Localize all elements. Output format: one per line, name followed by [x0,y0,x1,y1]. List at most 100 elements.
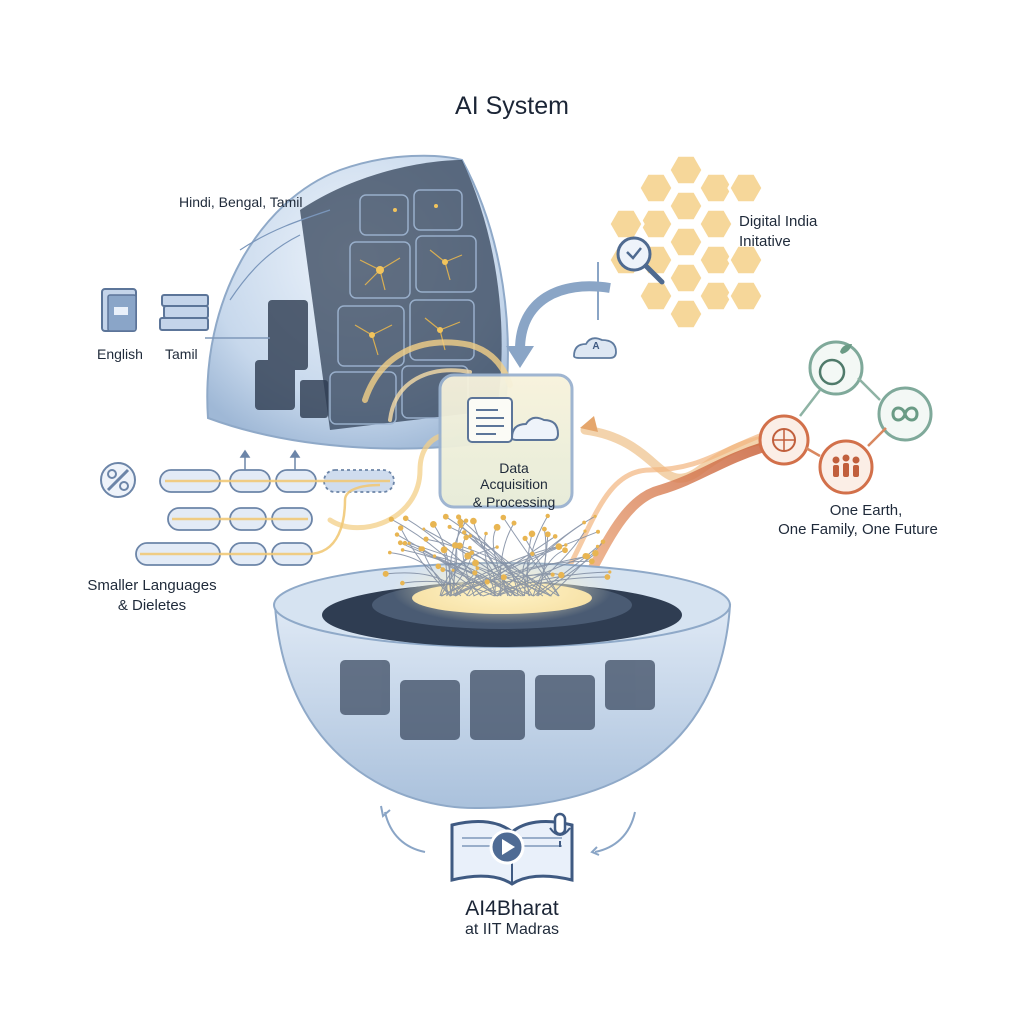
neural-node [400,580,405,586]
neural-node [382,570,389,577]
neural-node [522,535,528,542]
neural-node [400,548,405,552]
people-group-icon [818,439,874,495]
honeycomb-cell [637,279,675,313]
neural-node [418,546,424,552]
neural-node [398,525,404,531]
ai4bharat-arrows [380,805,636,856]
smaller-languages-label-line1: Smaller Languages [87,577,217,594]
neural-filament [400,542,535,597]
neural-node [388,516,394,522]
book-icon [101,288,137,332]
neural-node [457,519,464,526]
neural-filament [441,544,566,597]
cloud-icon [510,416,560,441]
digital-india-arrow [515,281,611,351]
document-icon [467,397,513,443]
neural-filament [400,527,451,597]
neural-node [475,566,480,570]
neural-node [562,547,568,554]
data-acquisition-label-line2: Acquisition [480,476,548,492]
neural-node [463,518,469,523]
upper-data-flows [327,339,513,531]
data-acquisition-panel [438,373,574,509]
neural-node [394,532,400,537]
neural-node [550,572,555,577]
neural-node [440,567,446,573]
neural-node [595,544,600,549]
neural-node [493,523,501,531]
neural-filament [524,538,560,597]
neural-filament [446,547,472,597]
link-icon [100,462,136,498]
honeycomb-cell [727,243,765,277]
ai4bharat-label-line2: at IIT Madras [465,921,559,938]
books-stack-icon [159,294,209,331]
neural-filament [455,574,553,597]
upper-sphere-shell [206,154,509,450]
neural-node [430,521,437,528]
neural-filament [439,546,498,597]
honeycomb-cell [667,261,705,295]
neural-filament [423,528,525,597]
neural-node [583,529,587,533]
digital-india-label-line1: Digital India [739,213,818,230]
languages-top-label: Hindi, Bengal, Tamil [179,194,303,210]
globe-leaf-icon [808,340,864,396]
honeycomb-cell [667,153,705,187]
data-acquisition-label-line1: Data [499,460,529,476]
neural-node [472,559,479,567]
infinity-icon [877,386,933,442]
honeycomb-cell [727,279,765,313]
neural-nodes [382,513,612,586]
neural-node [452,542,459,549]
neural-filament [385,572,462,597]
honeycomb-cell [697,207,735,241]
neural-node [484,579,490,585]
neural-filament [533,546,598,597]
honeycomb-cell [667,297,705,331]
neural-node [530,551,535,556]
microphone-icon [549,812,571,847]
neural-node [511,520,517,526]
neural-node [472,570,478,576]
neural-node [564,543,568,547]
neural-node [451,568,455,572]
neural-node [388,550,392,555]
neural-filament [440,555,469,597]
neural-node [432,554,437,558]
neural-node [500,574,507,581]
digital-india-label-line2: Initative [739,233,791,250]
smaller-languages-label-line2: & Dieletes [117,597,187,614]
neural-node [462,530,467,535]
neural-filament [449,526,524,597]
neural-filament [468,535,556,597]
neural-filament [453,521,461,597]
neural-node [582,553,589,560]
neural-node [456,514,462,520]
one-earth-flows [552,425,785,605]
honeycomb-cell [607,207,645,241]
honeycomb-cell [697,171,735,205]
neural-node [596,529,600,534]
neural-node [608,570,612,574]
cloud-badge-letter: A [592,341,600,352]
neural-node [447,524,452,529]
one-earth-label-line1: One Earth, [829,502,903,519]
neural-filament [405,517,497,597]
pipeline-blocks [135,469,395,566]
neural-node [440,546,448,554]
neural-node [600,539,606,545]
neural-filament [432,524,452,597]
neural-node [422,527,426,531]
neural-node [588,558,595,565]
neural-node [468,534,473,538]
neural-node [552,534,558,539]
neural-node [468,545,472,550]
data-acquisition-label-line3: & Processing [472,494,556,510]
honeycomb-cell [697,243,735,277]
neural-node [582,520,586,525]
neural-node [592,550,599,557]
